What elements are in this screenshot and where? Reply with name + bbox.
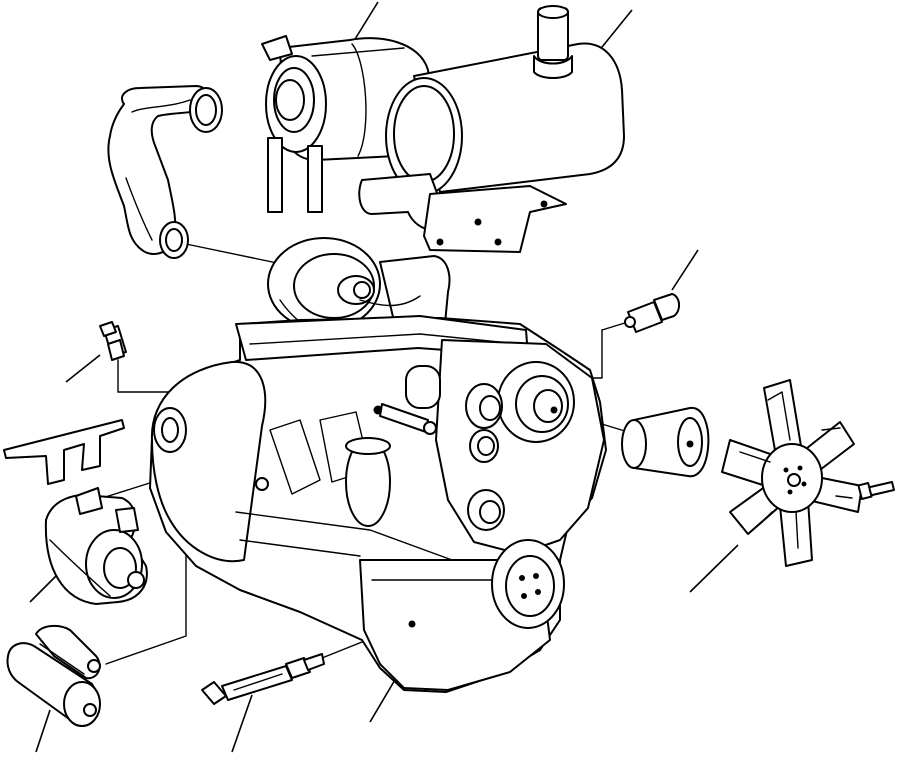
oil-pressure-switch bbox=[625, 294, 679, 332]
fan-bolt bbox=[858, 482, 894, 499]
intake-hose bbox=[108, 86, 222, 258]
bracket-plate bbox=[4, 420, 124, 484]
crankshaft-pulley bbox=[468, 490, 564, 628]
starter-motor bbox=[7, 626, 100, 726]
leader-cooling-fan bbox=[690, 545, 738, 592]
cooling-fan bbox=[722, 380, 862, 566]
muffler bbox=[359, 6, 624, 252]
glow-plug bbox=[202, 654, 324, 704]
leader-starter bbox=[36, 710, 50, 752]
oil-filter bbox=[622, 408, 708, 476]
leader-muffler bbox=[598, 10, 632, 52]
leader-temp-sender bbox=[66, 355, 100, 382]
leader-pressure-switch bbox=[672, 250, 698, 290]
leader-lines bbox=[30, 2, 738, 752]
fan-pulley bbox=[466, 362, 574, 462]
leader-glow-plug bbox=[232, 695, 252, 752]
alternator bbox=[46, 488, 147, 604]
leader-air-cleaner bbox=[352, 2, 378, 44]
temperature-sender bbox=[100, 322, 126, 360]
